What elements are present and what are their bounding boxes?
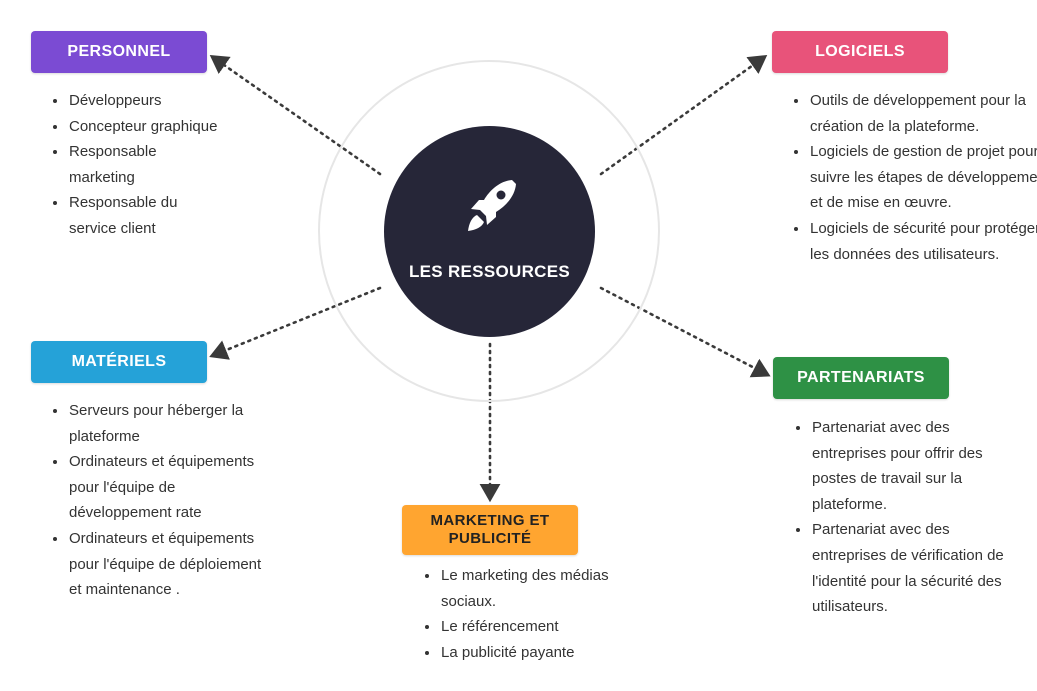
central-hub: LES RESSOURCES <box>384 126 595 337</box>
list-item: Logiciels de sécurité pour protéger les … <box>809 216 1037 267</box>
list-item: Responsable marketing <box>68 139 218 190</box>
list-item: La publicité payante <box>440 640 640 666</box>
list-item: Le marketing des médias sociaux. <box>440 563 640 614</box>
list-item: Concepteur graphique <box>68 114 218 140</box>
personnel-list: Développeurs Concepteur graphique Respon… <box>48 88 218 242</box>
list-item: Ordinateurs et équipements pour l'équipe… <box>68 449 273 526</box>
list-item: Partenariat avec des entreprises pour of… <box>811 415 1026 517</box>
list-item: Développeurs <box>68 88 218 114</box>
hub-title: LES RESSOURCES <box>408 261 570 281</box>
logiciels-tag: LOGICIELS <box>772 31 948 73</box>
list-item: Le référencement <box>440 614 640 640</box>
materiels-list: Serveurs pour héberger la plateforme Ord… <box>48 398 273 603</box>
partenariats-list: Partenariat avec des entreprises pour of… <box>791 415 1026 620</box>
list-item: Serveurs pour héberger la plateforme <box>68 398 273 449</box>
list-item: Logiciels de gestion de projet pour suiv… <box>809 139 1037 216</box>
personnel-tag: PERSONNEL <box>31 31 207 73</box>
outer-ring <box>318 60 660 402</box>
list-item: Outils de développement pour la création… <box>809 88 1037 139</box>
materiels-tag: MATÉRIELS <box>31 341 207 383</box>
logiciels-list: Outils de développement pour la création… <box>789 88 1037 267</box>
list-item: Responsable du service client <box>68 190 218 241</box>
marketing-tag: MARKETING ET PUBLICITÉ <box>402 505 578 555</box>
arrow-to-logiciels <box>599 54 768 176</box>
marketing-list: Le marketing des médias sociaux. Le réfé… <box>420 563 640 665</box>
list-item: Ordinateurs et équipements pour l'équipe… <box>68 526 273 603</box>
partenariats-tag: PARTENARIATS <box>773 357 949 399</box>
list-item: Partenariat avec des entreprises de véri… <box>811 517 1026 619</box>
rocket-icon <box>467 179 516 231</box>
